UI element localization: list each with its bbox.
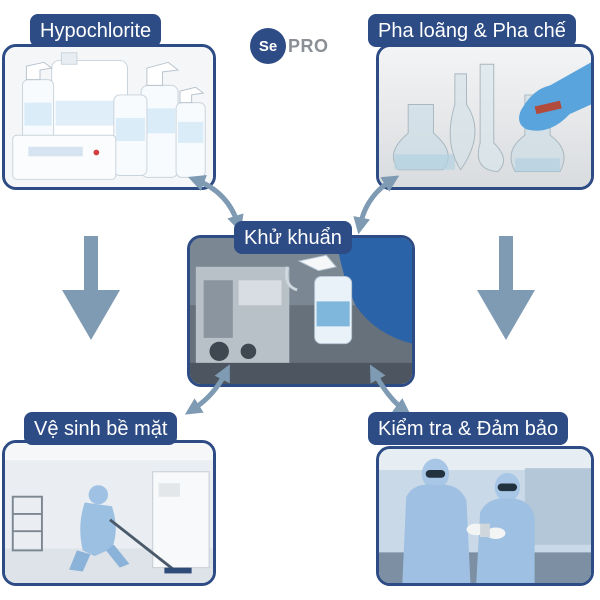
- logo-mark: Se: [250, 28, 286, 64]
- surface-cleaning-photo: [2, 440, 216, 586]
- left-down-arrow: [62, 236, 120, 340]
- label-dilution: Pha loãng & Pha chế: [368, 14, 576, 47]
- label-hypochlorite: Hypochlorite: [30, 14, 162, 47]
- label-surface-cleaning: Vệ sinh bề mặt: [24, 412, 178, 445]
- sepro-logo: Se PRO: [250, 28, 329, 64]
- inspection-photo: [376, 446, 594, 586]
- disinfection-photo: [187, 235, 415, 387]
- dilution-photo: [376, 44, 594, 190]
- label-disinfection: Khử khuẩn: [234, 221, 352, 254]
- hypochlorite-photo: [2, 44, 216, 190]
- label-inspection: Kiểm tra & Đảm bảo: [368, 412, 569, 445]
- logo-text: PRO: [288, 35, 329, 56]
- right-down-arrow: [477, 236, 535, 340]
